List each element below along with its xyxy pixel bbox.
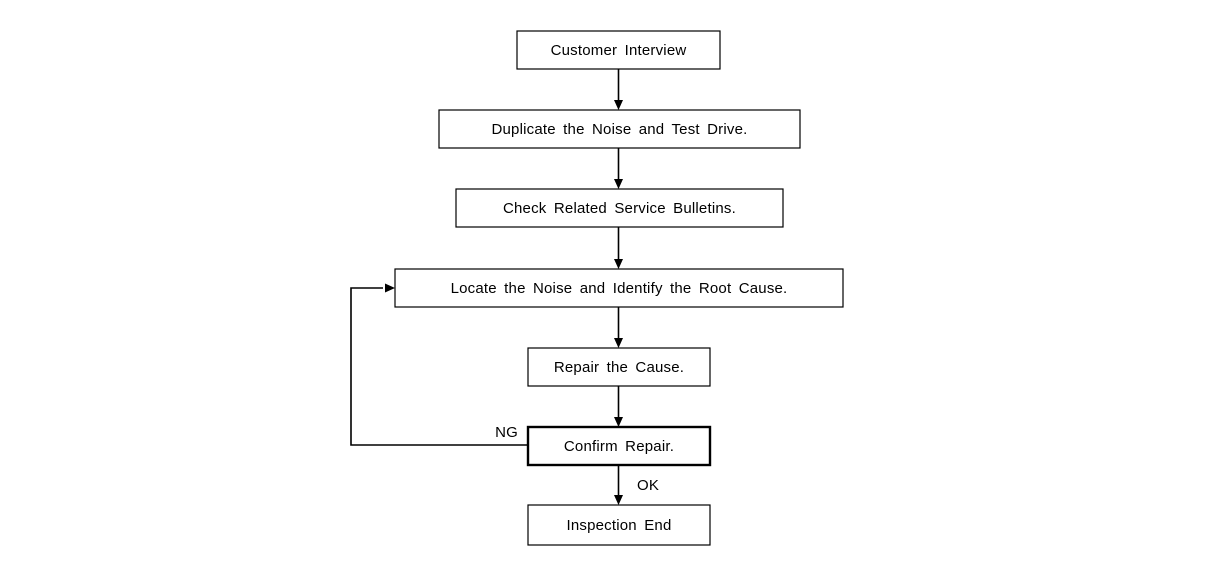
arrowhead-icon xyxy=(385,283,395,293)
edge-label-ok: OK xyxy=(637,477,659,494)
arrowhead-icon xyxy=(614,417,623,427)
flow-node-repair-cause: Repair the Cause. xyxy=(527,347,711,387)
node-label-confirm-repair: Confirm Repair. xyxy=(564,438,674,455)
node-box-confirm-repair xyxy=(526,425,712,467)
edge-path xyxy=(350,287,528,446)
flow-node-inspection-end: Inspection End xyxy=(527,504,711,546)
node-label-inspection-end: Inspection End xyxy=(566,517,671,534)
arrowhead-icon xyxy=(614,259,623,269)
edges-layer: OK NG xyxy=(350,69,659,505)
arrowhead-icon xyxy=(614,100,623,110)
flow-edge-duplicate-noise-to-check-bulletins xyxy=(614,148,623,189)
arrowhead-icon xyxy=(614,179,623,189)
node-label-check-bulletins: Check Related Service Bulletins. xyxy=(503,200,736,217)
node-box-inspection-end xyxy=(527,504,711,546)
flow-edge-locate-noise-to-repair-cause xyxy=(614,307,623,348)
flow-edge-repair-cause-to-confirm-repair xyxy=(614,386,623,427)
flow-edge-check-bulletins-to-locate-noise xyxy=(614,227,623,269)
node-label-duplicate-noise: Duplicate the Noise and Test Drive. xyxy=(491,121,747,138)
node-label-repair-cause: Repair the Cause. xyxy=(554,359,684,376)
node-box-duplicate-noise xyxy=(438,109,801,149)
flow-edge-confirm-repair-to-inspection-end: OK xyxy=(614,465,659,505)
flow-node-locate-noise: Locate the Noise and Identify the Root C… xyxy=(394,268,844,308)
edge-label-ng: NG xyxy=(495,424,518,441)
node-box-locate-noise xyxy=(394,268,844,308)
node-box-customer-interview xyxy=(516,30,721,70)
node-label-customer-interview: Customer Interview xyxy=(551,42,687,59)
arrowhead-icon xyxy=(614,495,623,505)
node-box-check-bulletins xyxy=(455,188,784,228)
flow-node-confirm-repair: Confirm Repair. xyxy=(526,425,712,467)
flow-node-check-bulletins: Check Related Service Bulletins. xyxy=(455,188,784,228)
arrowhead-icon xyxy=(614,338,623,348)
node-box-repair-cause xyxy=(527,347,711,387)
flow-edge-customer-interview-to-duplicate-noise xyxy=(614,69,623,110)
flow-node-duplicate-noise: Duplicate the Noise and Test Drive. xyxy=(438,109,801,149)
flow-edge-confirm-repair-to-locate-noise: NG xyxy=(350,283,528,446)
flow-node-customer-interview: Customer Interview xyxy=(516,30,721,70)
node-label-locate-noise: Locate the Noise and Identify the Root C… xyxy=(451,280,788,297)
